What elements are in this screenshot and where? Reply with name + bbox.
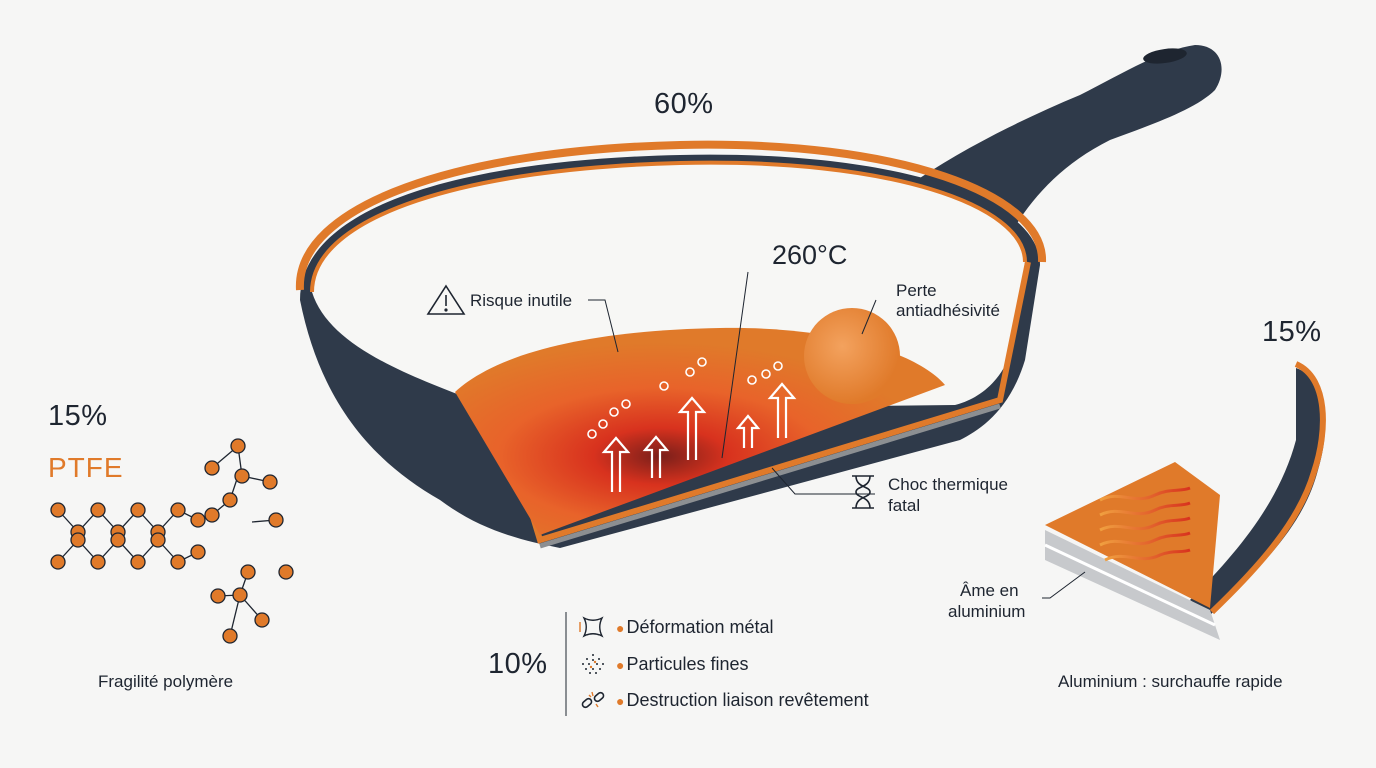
legend-item-link: ●Destruction liaison revêtement: [578, 687, 869, 713]
broken-link-icon: [578, 687, 608, 713]
legend-percentage: 10%: [488, 648, 548, 680]
core-label-line1: Âme en: [960, 581, 1019, 600]
shock-label-line2: fatal: [888, 496, 921, 515]
aluminium-section: [1042, 361, 1326, 640]
pan-handle: [905, 45, 1222, 235]
loss-label-line1: Perte: [896, 281, 937, 300]
molecule-marks: [587, 357, 783, 439]
ptfe-title: PTFE: [48, 452, 124, 483]
aluminium-percentage: 15%: [1262, 316, 1322, 348]
ptfe-caption: Fragilité polymère: [98, 672, 234, 691]
legend-item-particles: ●Particules fines: [578, 651, 749, 677]
aluminium-caption: Aluminium : surchauffe rapide: [1058, 672, 1283, 691]
particle-ball: [804, 308, 900, 404]
shock-label-line1: Choc thermique: [888, 475, 1009, 494]
deformation-icon: [578, 614, 608, 640]
legend-label-particles: Particules fines: [626, 653, 749, 674]
heat-arrows: [601, 382, 797, 492]
ptfe-percentage: 15%: [48, 400, 108, 432]
particles-icon: [578, 651, 608, 677]
warning-icon: [426, 284, 466, 315]
legend-label-deformation: Déformation métal: [626, 616, 774, 637]
legend-label-link: Destruction liaison revêtement: [626, 689, 869, 710]
ptfe-molecule: [50, 438, 294, 644]
legend-item-deformation: ●Déformation métal: [578, 614, 774, 640]
heat-waves: [1099, 486, 1191, 562]
hourglass-icon: [852, 475, 874, 509]
main-percentage: 60%: [654, 88, 714, 120]
loss-label-line2: antiadhésivité: [896, 301, 1000, 320]
core-label-line2: aluminium: [948, 602, 1026, 621]
risk-label: Risque inutile: [470, 291, 573, 310]
handle-hole: [1143, 48, 1187, 64]
temperature-label: 260°C: [772, 240, 848, 270]
